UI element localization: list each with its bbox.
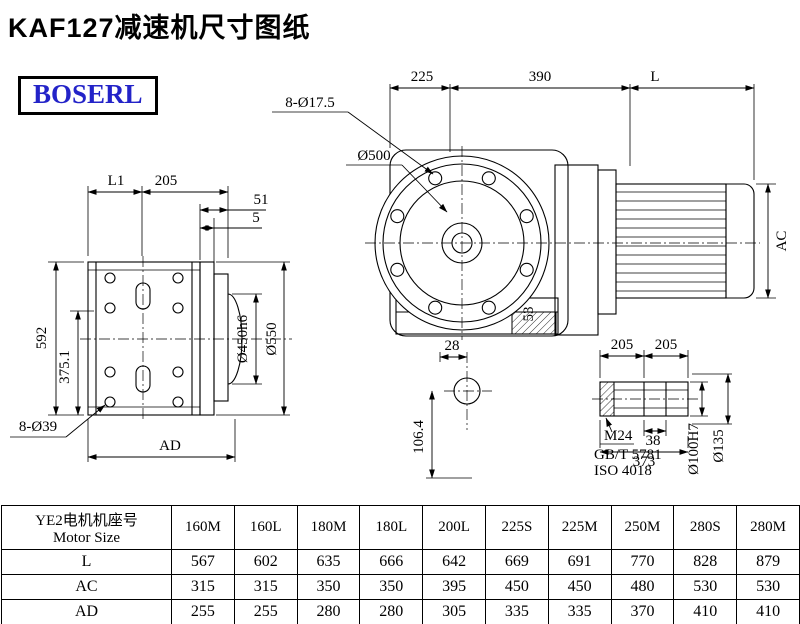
standard-gbt-label: GB/T 5781 xyxy=(594,447,662,463)
cell: 315 xyxy=(171,574,235,600)
dim-205a-label: 205 xyxy=(611,337,634,353)
motor-size-header: YE2电机机座号 Motor Size xyxy=(1,505,172,550)
brand-logo: BOSERL xyxy=(18,76,158,115)
dim-106-label: 106.4 xyxy=(411,420,427,454)
flange-dia-label: Ø500 xyxy=(357,148,390,164)
cell: 335 xyxy=(484,599,549,624)
dim-28-label: 28 xyxy=(445,338,460,354)
dim-51-label: 51 xyxy=(254,192,269,208)
frame-size-column: 225S xyxy=(484,505,549,550)
table-row-AD: AD 255 255 280 280 305 335 335 370 410 4… xyxy=(1,599,800,624)
cell: 642 xyxy=(422,549,486,575)
frame-size-column: 180L xyxy=(359,505,424,550)
cell: 879 xyxy=(736,549,800,575)
cell: 450 xyxy=(547,574,612,600)
cell: 410 xyxy=(736,599,800,624)
front-view-geometry xyxy=(365,146,760,340)
foot-hatch xyxy=(511,311,557,335)
frame-size-column: 225M xyxy=(547,505,612,550)
standard-iso-label: ISO 4018 xyxy=(594,463,652,479)
cell: 480 xyxy=(610,574,675,600)
cell: 669 xyxy=(484,549,549,575)
cell: 315 xyxy=(233,574,298,600)
section-detail: 28 106.4 xyxy=(411,338,492,479)
page-title: KAF127减速机尺寸图纸 xyxy=(8,13,311,43)
frame-size-column: 160L xyxy=(233,505,298,550)
cell: 410 xyxy=(673,599,738,624)
frame-size-column: 250M xyxy=(610,505,675,550)
cell: 370 xyxy=(610,599,675,624)
row-label: AD xyxy=(1,599,172,624)
cell: 530 xyxy=(736,574,800,600)
cell: 567 xyxy=(171,549,235,575)
dim-100H7-label: Ø100H7 xyxy=(686,423,702,475)
dim-135-label: Ø135 xyxy=(711,429,727,462)
bolt-circle-label: 8-Ø17.5 xyxy=(285,95,335,111)
dim-AC-label: AC xyxy=(774,231,790,252)
cell: 602 xyxy=(233,549,298,575)
cell: 305 xyxy=(422,599,486,624)
dim-390-label: 390 xyxy=(529,69,552,85)
bolt-39-label: 8-Ø39 xyxy=(19,419,57,435)
cell: 770 xyxy=(610,549,675,575)
cell: 255 xyxy=(233,599,298,624)
motor-flange xyxy=(597,169,617,315)
cell: 450 xyxy=(484,574,549,600)
cell: 395 xyxy=(422,574,486,600)
side-view-geometry xyxy=(80,256,292,420)
cell: 280 xyxy=(359,599,424,624)
motor-size-header-cn: YE2电机机座号 xyxy=(35,512,138,529)
cell: 350 xyxy=(359,574,424,600)
motor-fins xyxy=(616,191,726,292)
dim-205b-label: 205 xyxy=(655,337,678,353)
dim-AD-label: AD xyxy=(159,438,181,454)
motor-size-header-en: Motor Size xyxy=(52,529,121,546)
cell: 828 xyxy=(673,549,738,575)
dim-5-label: 5 xyxy=(252,210,260,226)
cell: 335 xyxy=(547,599,612,624)
front-view-dimensions: 225 390 L 8-Ø17.5 Ø500 AC 53 xyxy=(272,69,790,322)
frame-size-column: 180M xyxy=(296,505,361,550)
bolt-m24-label: M24 xyxy=(604,428,633,444)
row-label: L xyxy=(1,549,172,575)
table-row-L: L 567 602 635 666 642 669 691 770 828 87… xyxy=(1,549,800,575)
row-label: AC xyxy=(1,574,172,600)
dim-205-label: 205 xyxy=(155,173,178,189)
side-view-bolt-holes xyxy=(104,272,184,408)
dim-L1-label: L1 xyxy=(108,173,125,189)
cell: 280 xyxy=(296,599,361,624)
frame-size-column: 280S xyxy=(673,505,738,550)
dim-592-label: 592 xyxy=(34,327,50,350)
dim-373-label: 373 xyxy=(633,454,656,470)
frame-size-column: 160M xyxy=(171,505,235,550)
dim-38-label: 38 xyxy=(646,433,661,449)
dim-53-label: 53 xyxy=(521,307,537,322)
cell: 691 xyxy=(547,549,612,575)
dim-375-label: 375.1 xyxy=(57,350,73,384)
table-row-AC: AC 315 315 350 350 395 450 450 480 530 5… xyxy=(1,574,800,600)
technical-drawing: 225 390 L 8-Ø17.5 Ø500 AC 53 xyxy=(10,69,790,479)
cell: 666 xyxy=(359,549,424,575)
flange-bolt-holes xyxy=(390,171,534,315)
cell: 530 xyxy=(673,574,738,600)
dim-L-label: L xyxy=(650,69,659,85)
cell: 635 xyxy=(296,549,361,575)
dim-550-label: Ø550 xyxy=(264,322,280,355)
cell: 255 xyxy=(171,599,235,624)
frame-size-column: 200L xyxy=(422,505,486,550)
dim-225-label: 225 xyxy=(411,69,434,85)
motor-fan-cover xyxy=(725,183,755,299)
dim-450h6-label: Ø450h6 xyxy=(235,314,251,363)
frame-size-column: 280M xyxy=(736,505,800,550)
table-header-row: YE2电机机座号 Motor Size 160M 160L 180M 180L … xyxy=(1,505,800,550)
motor-size-table: YE2电机机座号 Motor Size 160M 160L 180M 180L … xyxy=(1,505,800,624)
side-view-dimensions: L1 205 51 5 592 375.1 Ø450h6 Ø550 xyxy=(10,173,290,462)
shaft-detail: 205 205 38 373 Ø100H7 Ø135 M24 GB/T 5781… xyxy=(592,337,732,479)
cell: 350 xyxy=(296,574,361,600)
